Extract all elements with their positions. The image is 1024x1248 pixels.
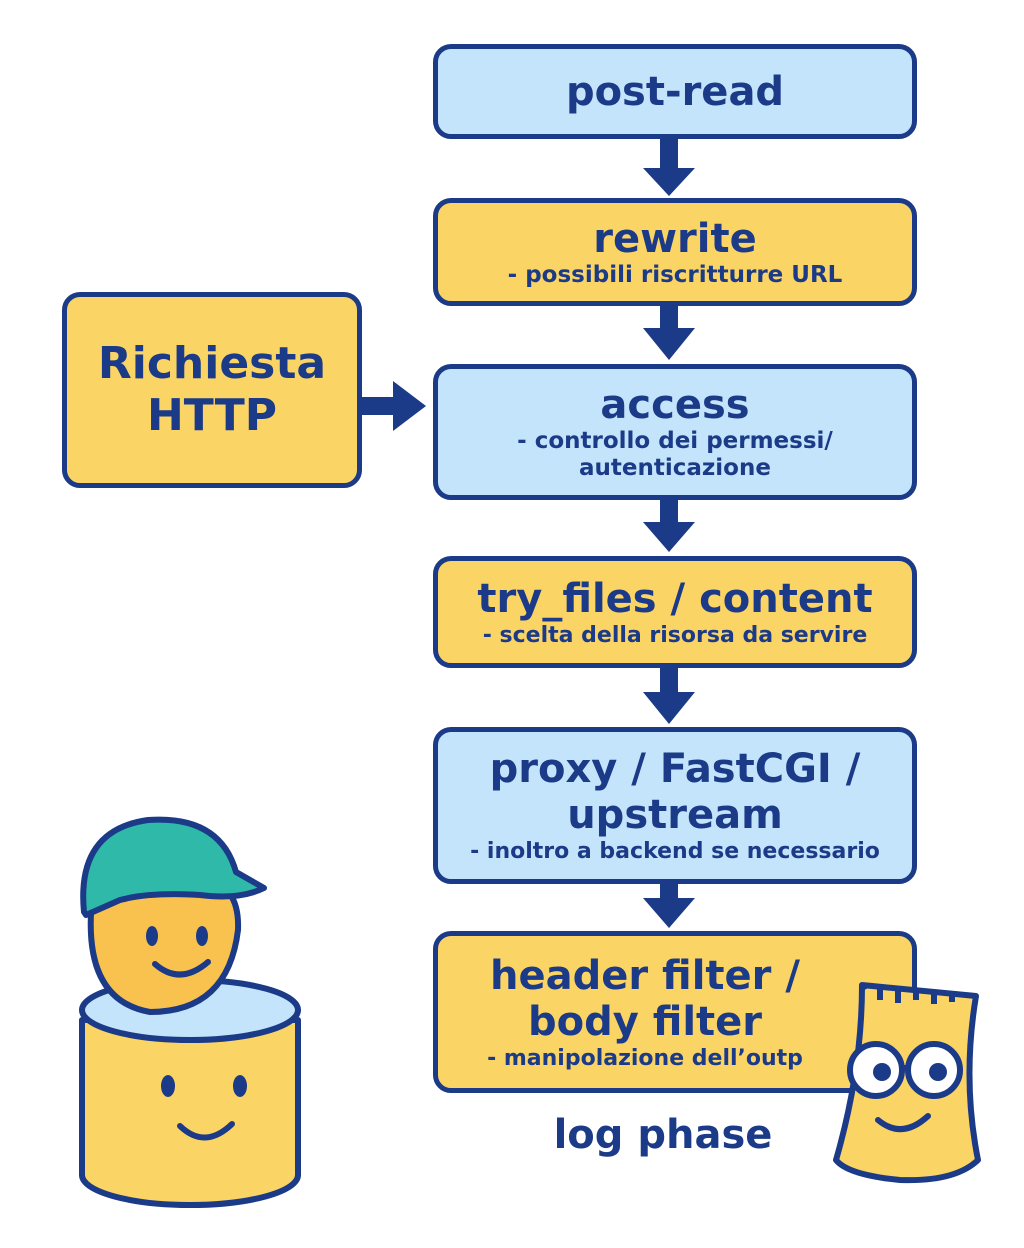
phase-title: rewrite: [593, 215, 757, 262]
phase-post-read: post-read: [433, 44, 917, 139]
phase-title-line2: upstream: [567, 792, 783, 838]
arrow-tryfiles-to-proxy: [643, 668, 695, 724]
log-phase-label: log phase: [553, 1112, 773, 1158]
phase-description: - scelta della risorsa da servire: [482, 622, 868, 648]
arrow-request-to-access: [362, 381, 426, 431]
arrow-access-to-tryfiles: [643, 500, 695, 552]
phase-title: post-read: [565, 68, 785, 115]
phase-title: try_files / content: [477, 575, 873, 622]
phase-proxy-fastcgi-upstream: proxy / FastCGI / upstream - inoltro a b…: [433, 727, 917, 884]
request-label-line1: Richiesta: [97, 338, 327, 389]
phase-description-line1: - controllo dei permessi/: [517, 428, 833, 454]
http-request-box: Richiesta HTTP: [62, 292, 362, 488]
filter-cup-mascot-icon: [833, 982, 981, 1184]
phase-access: access - controllo dei permessi/ autenti…: [433, 364, 917, 500]
phase-description: - manipolazione dell’outp: [487, 1045, 803, 1071]
phase-title: access: [600, 382, 750, 428]
phase-description-line2: autenticazione: [579, 455, 771, 481]
request-label-line2: HTTP: [146, 390, 278, 441]
phase-description: - inoltro a backend se necessario: [470, 839, 880, 864]
arrow-postread-to-rewrite: [643, 139, 695, 196]
phase-title-line1: proxy / FastCGI /: [489, 746, 861, 792]
phase-title-line2: body filter: [527, 998, 763, 1045]
phase-rewrite: rewrite - possibili riscritturre URL: [433, 198, 917, 306]
cap-head-mascot-icon: [80, 816, 267, 1015]
arrow-rewrite-to-access: [643, 306, 695, 360]
phase-header-body-filter: header filter / body filter - manipolazi…: [433, 931, 917, 1093]
phase-description: - possibili riscritturre URL: [507, 261, 843, 288]
server-cylinder-mascot-icon: [79, 977, 301, 1208]
arrow-proxy-to-filter: [643, 884, 695, 928]
phase-title-line1: header filter /: [490, 952, 800, 999]
phase-try-files-content: try_files / content - scelta della risor…: [433, 556, 917, 668]
